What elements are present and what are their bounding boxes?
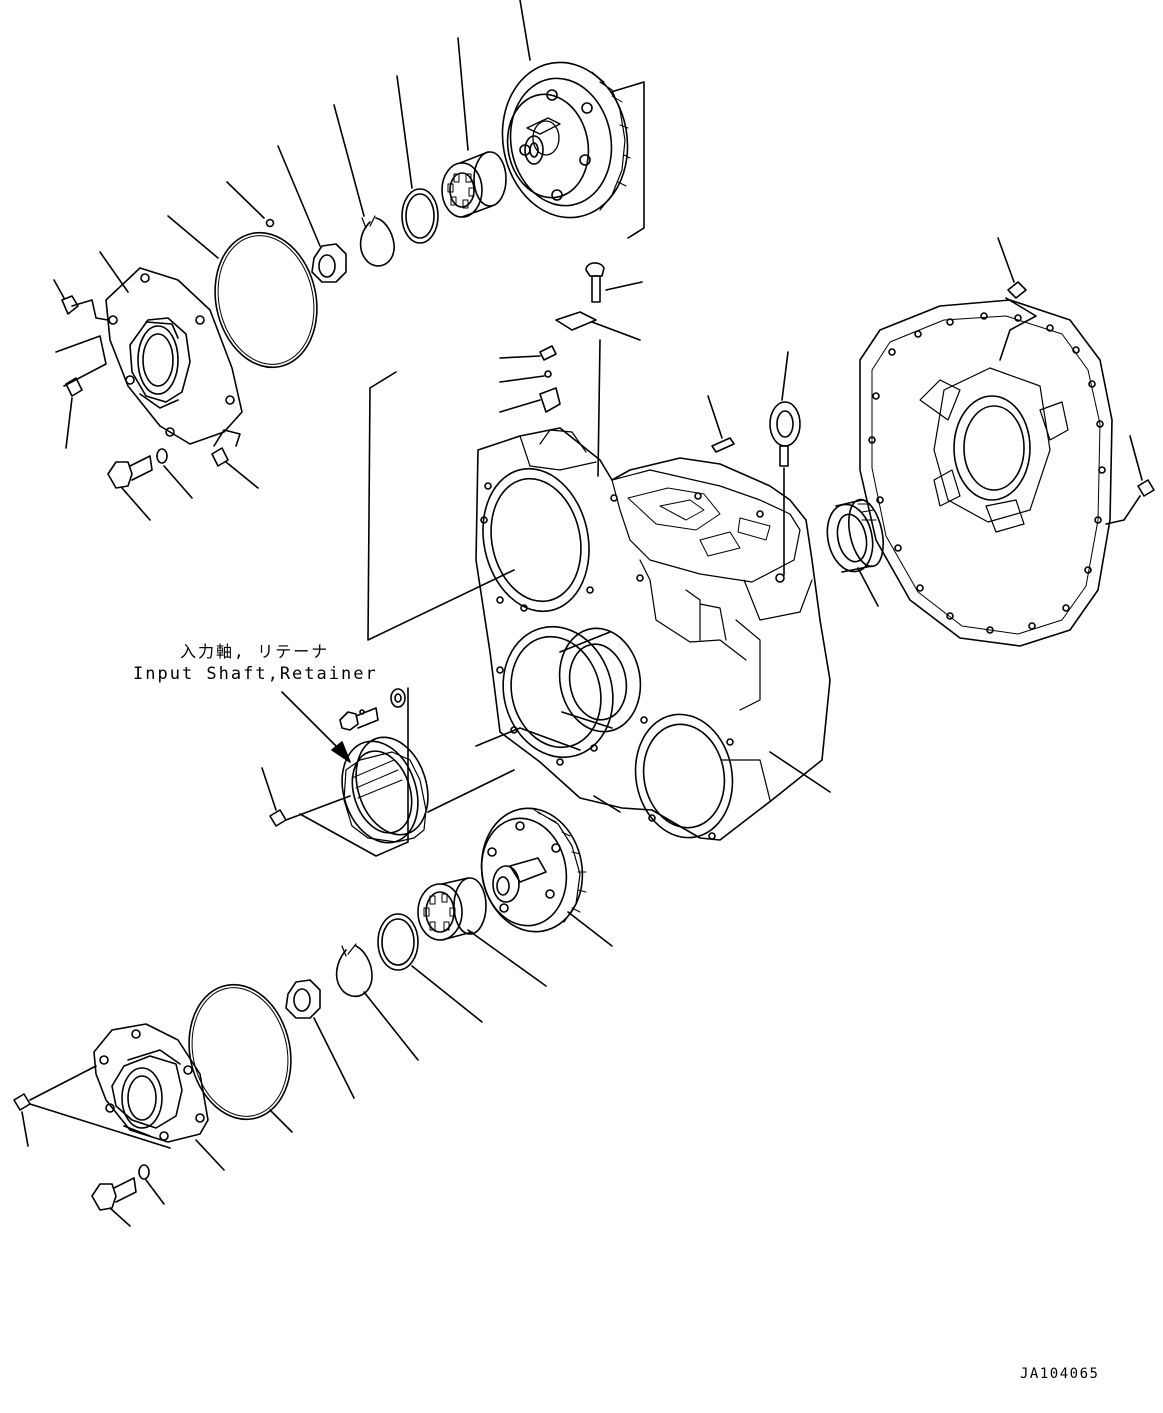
leader-housing-bracket-top xyxy=(1000,298,1036,360)
lower-o-ring xyxy=(177,975,303,1129)
top-plug xyxy=(540,346,556,360)
leader-lower-washer xyxy=(146,1180,164,1204)
retainer-bracket xyxy=(300,688,408,856)
lower-roller-bearing xyxy=(418,878,486,940)
lower-o-ring-inner xyxy=(181,979,300,1126)
leader-upper-washer xyxy=(164,466,192,498)
lower-snap-ring xyxy=(378,914,418,970)
leader-case-bracket-low xyxy=(594,796,620,812)
top-fitting xyxy=(540,388,560,412)
leader-upper-lock-nut xyxy=(278,146,320,246)
breather-plug xyxy=(586,263,604,302)
leader-lower-o-ring xyxy=(270,1110,292,1132)
leader-upper-cage-bracket xyxy=(214,430,240,446)
leader-housing-bracket-side xyxy=(1106,496,1140,524)
name-plate xyxy=(556,312,596,330)
lower-lock-nut xyxy=(286,980,320,1018)
upper-snap-ring xyxy=(402,189,438,243)
transmission-case xyxy=(470,428,830,845)
leader-lower-bolt xyxy=(110,1208,130,1226)
callout-label-english: Input Shaft,Retainer xyxy=(133,664,378,684)
leader-upper-plugs xyxy=(56,336,106,386)
leader-retainer-to-case xyxy=(428,770,514,812)
leader-upper-snap-ring xyxy=(397,76,412,188)
input-shaft-retainer xyxy=(330,728,440,853)
leader-upper-bearing xyxy=(458,38,468,150)
leader-lower-cage xyxy=(196,1140,224,1170)
upper-output-gear xyxy=(490,52,639,227)
retainer-washer xyxy=(391,689,405,707)
leader-top-plug xyxy=(500,356,540,358)
leader-name-plate-drop xyxy=(598,340,600,476)
leader-lower-gear xyxy=(568,912,612,946)
upper-bolt xyxy=(108,456,152,488)
leader-upper-circlip xyxy=(334,105,364,216)
leader-upper-assembly-bracket xyxy=(368,372,514,640)
retainer-bolt xyxy=(340,708,378,730)
leader-dowel-pin xyxy=(708,396,722,438)
leader-retainer-plug-link xyxy=(286,796,350,820)
retainer-plug xyxy=(270,810,286,826)
leader-upper-plug-b xyxy=(66,398,72,448)
leader-upper-plug-1 xyxy=(72,300,108,320)
lower-plug xyxy=(14,1094,30,1110)
upper-o-ring-inner xyxy=(207,227,326,374)
dowel-pin xyxy=(712,438,734,452)
eye-bolt xyxy=(770,402,800,466)
flywheel-housing xyxy=(860,300,1112,646)
upper-plug-c xyxy=(212,448,228,466)
leader-housing-plug-side xyxy=(1130,436,1142,480)
drawing-number: JA104065 xyxy=(1020,1366,1100,1382)
top-o-ring xyxy=(545,371,551,377)
leader-retainer-plug xyxy=(262,768,276,810)
upper-roller-bearing xyxy=(442,152,506,217)
leader-lower-bearing xyxy=(468,930,546,986)
housing-plug-side xyxy=(1138,480,1154,496)
leader-top-o-ring xyxy=(500,376,544,382)
lower-bolt xyxy=(92,1178,136,1210)
leader-case xyxy=(770,752,830,792)
housing-oil-seal xyxy=(821,496,888,575)
callout-label-japanese: 入力軸, リテーナ xyxy=(180,642,330,661)
lower-washer xyxy=(139,1165,149,1179)
leader-upper-bolt xyxy=(122,488,150,520)
leader-lower-plug xyxy=(22,1112,28,1146)
leader-upper-plug-c xyxy=(226,462,258,488)
upper-lock-nut xyxy=(312,244,346,282)
upper-o-ring xyxy=(203,223,329,377)
upper-circlip xyxy=(361,216,395,266)
leader-eye-bolt xyxy=(782,352,788,400)
leader-upper-plug-a xyxy=(54,280,64,298)
leader-lower-lock-nut xyxy=(314,1018,354,1098)
leader-upper-gear-bracket xyxy=(611,82,644,238)
retainer-washer-hole xyxy=(395,694,401,702)
callout-arrow xyxy=(282,692,350,762)
upper-plug-a xyxy=(62,296,78,314)
upper-ball xyxy=(267,220,274,227)
upper-plug-b xyxy=(66,378,82,396)
lower-circlip xyxy=(337,944,372,996)
leader-top-fitting xyxy=(500,400,540,412)
leader-lower-snap-ring xyxy=(412,966,482,1022)
leader-upper-gear xyxy=(520,0,530,60)
leader-name-plate xyxy=(592,322,640,340)
leader-upper-ball xyxy=(227,182,264,218)
leader-oil-seal xyxy=(858,568,878,606)
housing-plug-top xyxy=(1008,282,1026,298)
leader-lower-plug-bracket xyxy=(30,1066,170,1148)
upper-bearing-cage xyxy=(106,268,242,444)
lower-bearing-cage xyxy=(94,1024,208,1142)
leader-breather xyxy=(606,282,642,290)
leader-lower-circlip xyxy=(364,992,418,1060)
leader-case-bracket-mid xyxy=(476,728,580,750)
leader-upper-cage xyxy=(100,252,128,292)
upper-washer xyxy=(157,449,167,463)
leader-upper-o-ring xyxy=(168,216,218,258)
lower-input-gear xyxy=(472,800,592,939)
leader-housing-plug-top xyxy=(998,238,1014,282)
